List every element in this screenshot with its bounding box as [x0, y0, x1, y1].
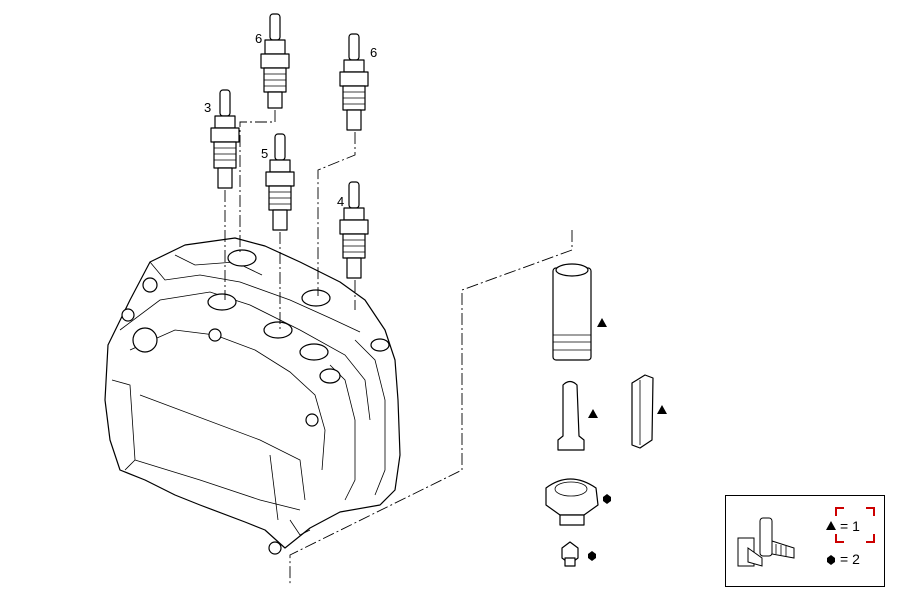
injector-5	[339, 181, 369, 279]
hexagon-icon	[827, 555, 835, 565]
triangle-mark	[588, 409, 598, 418]
callout-label: 4	[337, 194, 344, 209]
callout-label: 6	[370, 45, 377, 60]
injector-3	[210, 89, 240, 189]
legend-hexagon-label: = 2	[840, 551, 860, 567]
clamp-bracket	[631, 374, 654, 449]
quantity-marks	[588, 318, 667, 561]
injector-sleeve	[552, 263, 592, 361]
injector-1	[260, 13, 290, 109]
triangle-mark	[657, 405, 667, 414]
parts-set-icon	[737, 517, 795, 567]
leader-lines	[224, 110, 573, 585]
triangle-icon	[826, 521, 836, 530]
guide-sleeve	[557, 380, 585, 451]
cylinder-head	[104, 237, 401, 555]
triangle-mark	[597, 318, 607, 327]
callout-label: 5	[261, 146, 268, 161]
injector-2	[339, 33, 369, 131]
red-bracket-icon	[835, 507, 875, 543]
hexagon-mark	[603, 494, 611, 504]
legend-triangle-label: = 1	[840, 518, 860, 534]
plug-screw	[561, 541, 579, 567]
callout-label: 6	[255, 31, 262, 46]
hexagon-mark	[588, 551, 596, 561]
callout-label: 3	[204, 100, 211, 115]
sealing-cap	[545, 478, 599, 526]
legend-box: = 1 = 2	[725, 495, 885, 587]
injector-4	[265, 133, 295, 231]
